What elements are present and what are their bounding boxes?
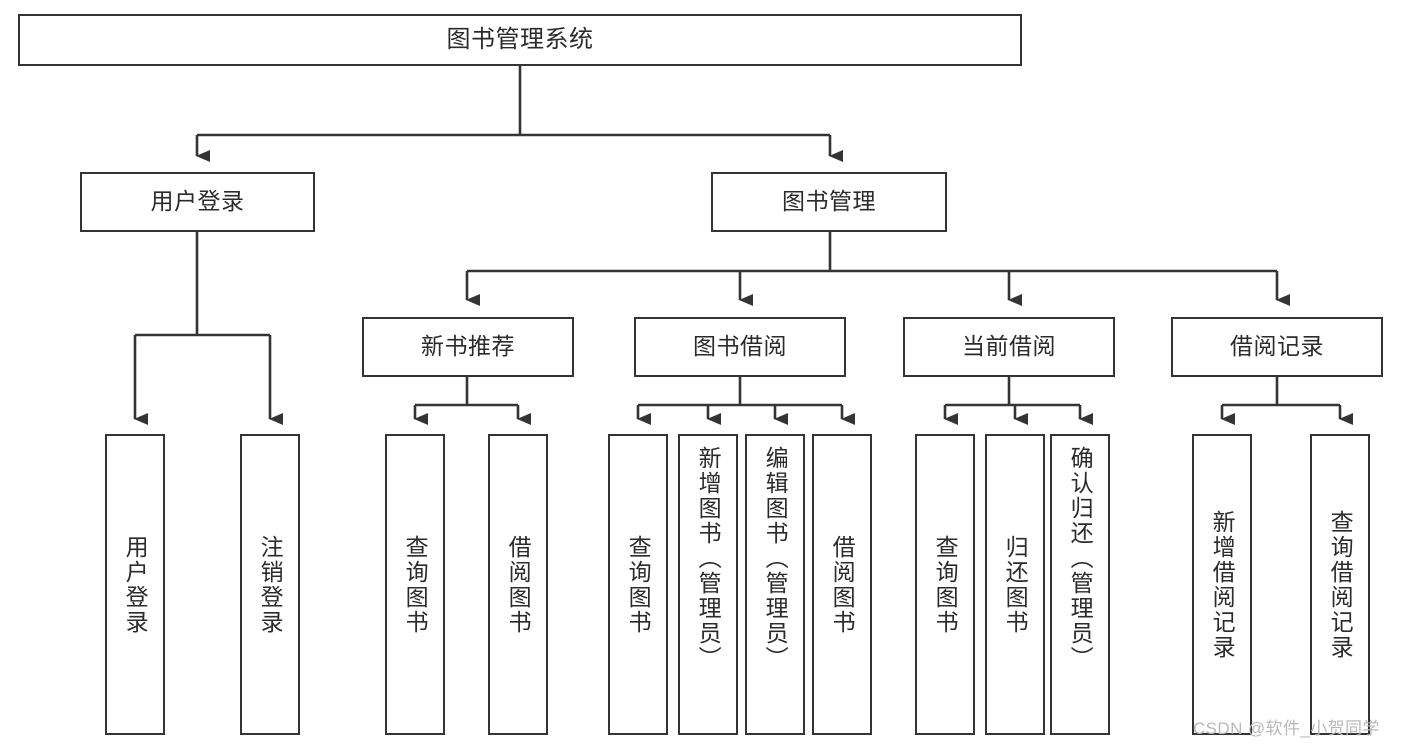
node-leaf-borrow-book-2[interactable]: 借阅图书 [812, 434, 872, 735]
node-leaf-confirm-return-label: 确认归还（管理员） [1067, 446, 1094, 671]
node-leaf-query-book-3-label: 查询图书 [932, 534, 959, 635]
node-book-borrow[interactable]: 图书借阅 [634, 317, 846, 377]
csdn-watermark: CSDN @软件_小贺同学 [1193, 719, 1380, 738]
node-borrow-record-label: 借阅记录 [1230, 333, 1324, 360]
node-leaf-confirm-return[interactable]: 确认归还（管理员） [1050, 434, 1110, 735]
node-leaf-query-book-1-label: 查询图书 [402, 534, 429, 635]
node-book-manage[interactable]: 图书管理 [711, 172, 947, 232]
node-book-manage-label: 图书管理 [782, 188, 876, 215]
node-user-login[interactable]: 用户登录 [80, 172, 315, 232]
node-leaf-return-book-label: 归还图书 [1002, 534, 1029, 635]
node-user-login-label: 用户登录 [150, 188, 245, 215]
node-leaf-query-record-label: 查询借阅记录 [1327, 509, 1354, 660]
node-leaf-add-record-label: 新增借阅记录 [1209, 509, 1236, 660]
node-leaf-user-login[interactable]: 用户登录 [105, 434, 165, 735]
node-leaf-query-book-3[interactable]: 查询图书 [915, 434, 975, 735]
node-book-borrow-label: 图书借阅 [693, 333, 787, 360]
node-leaf-add-record[interactable]: 新增借阅记录 [1192, 434, 1252, 735]
node-leaf-borrow-book-2-label: 借阅图书 [829, 534, 856, 635]
node-root[interactable]: 图书管理系统 [18, 14, 1022, 66]
node-current-borrow-label: 当前借阅 [962, 333, 1056, 360]
node-borrow-record[interactable]: 借阅记录 [1171, 317, 1383, 377]
node-leaf-add-book[interactable]: 新增图书（管理员） [678, 434, 738, 735]
node-leaf-edit-book[interactable]: 编辑图书（管理员） [745, 434, 805, 735]
node-leaf-query-book-2-label: 查询图书 [625, 534, 652, 635]
node-leaf-query-book-1[interactable]: 查询图书 [385, 434, 445, 735]
node-leaf-borrow-book-1-label: 借阅图书 [505, 534, 532, 635]
node-leaf-query-book-2[interactable]: 查询图书 [608, 434, 668, 735]
node-leaf-user-login-label: 用户登录 [122, 534, 149, 635]
node-leaf-borrow-book-1[interactable]: 借阅图书 [488, 434, 548, 735]
node-new-book-recommend[interactable]: 新书推荐 [362, 317, 574, 377]
node-leaf-return-book[interactable]: 归还图书 [985, 434, 1045, 735]
node-root-label: 图书管理系统 [446, 25, 594, 53]
node-leaf-user-logout[interactable]: 注销登录 [240, 434, 300, 735]
node-leaf-query-record[interactable]: 查询借阅记录 [1310, 434, 1370, 735]
node-current-borrow[interactable]: 当前借阅 [903, 317, 1115, 377]
node-leaf-edit-book-label: 编辑图书（管理员） [762, 446, 789, 671]
node-leaf-add-book-label: 新增图书（管理员） [695, 446, 722, 671]
node-leaf-user-logout-label: 注销登录 [257, 534, 284, 635]
node-new-book-recommend-label: 新书推荐 [421, 333, 515, 360]
